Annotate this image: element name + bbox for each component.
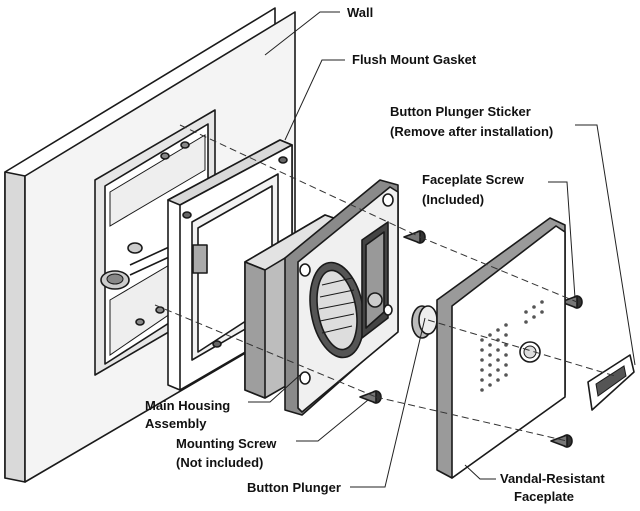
label-main-housing: Main Housing: [145, 398, 230, 413]
main-housing-assembly: [244, 179, 399, 416]
speaker-holes: [480, 300, 544, 392]
label-wall: Wall: [347, 5, 373, 20]
label-button-plunger-sticker: Button Plunger Sticker: [390, 104, 531, 119]
label-main-housing-2: Assembly: [145, 416, 207, 431]
label-mounting-screw-note: (Not included): [176, 455, 263, 470]
label-vandal-faceplate-2: Faceplate: [514, 489, 574, 504]
label-faceplate-screw-note: (Included): [422, 192, 484, 207]
label-mounting-screw: Mounting Screw: [176, 436, 277, 451]
alignment-lines: [154, 124, 616, 442]
faceplate-screw-bottom: [550, 434, 573, 448]
label-vandal-faceplate: Vandal-Resistant: [500, 471, 605, 486]
button-plunger-sticker: [587, 354, 635, 411]
vandal-resistant-faceplate: [436, 217, 566, 479]
housing-screw-top: [403, 230, 426, 244]
label-faceplate-screw: Faceplate Screw: [422, 172, 525, 187]
label-flush-mount-gasket: Flush Mount Gasket: [352, 52, 477, 67]
label-button-plunger: Button Plunger: [247, 480, 341, 495]
label-button-plunger-sticker-note: (Remove after installation): [390, 124, 553, 139]
leader-lines: [248, 11, 636, 488]
wall: [4, 7, 296, 483]
